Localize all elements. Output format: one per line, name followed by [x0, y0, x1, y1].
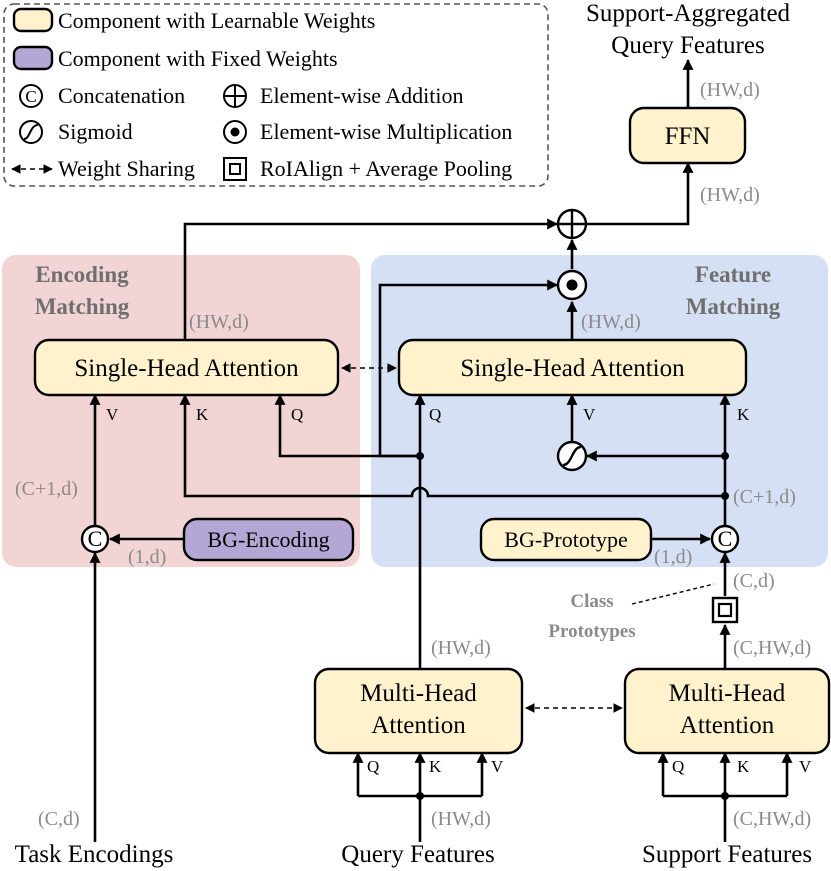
sigmoid-icon — [19, 120, 43, 144]
addition-operator-icon — [556, 208, 588, 240]
class-prototypes-label-line2: Prototypes — [548, 621, 635, 642]
output-label-line2: Query Features — [611, 32, 764, 59]
right-sha-q-label: Q — [429, 405, 441, 424]
legend-addition-label: Element-wise Addition — [260, 83, 463, 108]
left-mha-label-line1: Multi-Head — [360, 680, 477, 707]
left-mha-v-label: V — [491, 757, 504, 776]
junction-dot — [416, 792, 424, 800]
dim-right-mha-output: (C,HW,d) — [733, 637, 811, 659]
dim-right-sha-output: (HW,d) — [581, 311, 641, 333]
class-prototypes-label-line1: Class — [570, 591, 613, 612]
right-multi-head-attention-block: Multi-Head Attention — [623, 667, 831, 755]
right-mha-k-label: K — [737, 757, 750, 776]
right-concat-letter: C — [718, 526, 733, 551]
legend-concatenation-label: Concatenation — [58, 83, 185, 108]
junction-dot — [721, 792, 729, 800]
dim-ffn-input: (HW,d) — [700, 184, 760, 206]
concat-icon-letter: C — [25, 87, 36, 106]
fixed-swatch-icon — [12, 45, 54, 71]
right-sha-label: Single-Head Attention — [460, 355, 685, 382]
dim-bg-encoding: (1,d) — [128, 546, 166, 568]
bg-encoding-block: BG-Encoding — [182, 517, 355, 562]
right-mha-label-line1: Multi-Head — [669, 680, 786, 707]
concat-icon: C — [19, 84, 43, 108]
right-mha-q-label: Q — [672, 757, 684, 776]
ffn-block: FFN — [628, 106, 747, 165]
multiplication-icon — [223, 120, 247, 144]
right-sha-v-label: V — [583, 405, 596, 424]
junction-dot — [721, 452, 729, 460]
junction-dot — [721, 492, 729, 500]
right-mha-label-line2: Attention — [680, 712, 775, 739]
right-single-head-attention-block: Single-Head Attention — [397, 338, 748, 397]
dim-left-mha-output: (HW,d) — [431, 637, 491, 659]
left-sha-k-label: K — [196, 405, 209, 424]
feature-region-title-line2: Matching — [686, 294, 781, 319]
left-sha-v-label: V — [106, 405, 119, 424]
feature-region-title-line1: Feature — [695, 262, 771, 287]
left-mha-q-label: Q — [367, 757, 379, 776]
left-multi-head-attention-block: Multi-Head Attention — [313, 667, 524, 755]
left-mha-k-label: K — [429, 757, 442, 776]
class-prototypes-pointer — [631, 583, 715, 605]
legend-roialign-label: RoIAlign + Average Pooling — [260, 156, 512, 181]
learnable-swatch-icon — [12, 7, 54, 33]
dim-ffn-output: (HW,d) — [700, 79, 760, 101]
right-sha-k-label: K — [737, 405, 750, 424]
multiplication-operator-icon — [556, 269, 588, 301]
left-sha-label: Single-Head Attention — [74, 355, 299, 382]
encoding-region-title-line1: Encoding — [35, 262, 129, 287]
legend-weight-sharing-label: Weight Sharing — [58, 156, 195, 181]
legend-learnable-label: Component with Learnable Weights — [58, 8, 375, 33]
bg-prototype-label: BG-Prototype — [504, 527, 627, 552]
legend-fixed-label: Component with Fixed Weights — [58, 46, 338, 71]
dim-task-encodings: (C,d) — [38, 808, 80, 830]
legend-sigmoid-label: Sigmoid — [58, 119, 133, 144]
right-concat-operator-icon: C — [710, 524, 740, 554]
encoding-region-title-line2: Matching — [35, 294, 130, 319]
dim-left-sha-output: (HW,d) — [189, 311, 249, 333]
add-to-ffn-wire — [587, 161, 694, 226]
dim-class-prototypes: (C,d) — [733, 570, 775, 592]
legend-multiplication-label: Element-wise Multiplication — [260, 119, 512, 144]
support-features-label: Support Features — [642, 841, 812, 868]
left-concat-letter: C — [88, 526, 103, 551]
left-sha-to-add-wire — [183, 218, 559, 340]
dim-right-concat-output: (C+1,d) — [733, 486, 796, 508]
task-encodings-label: Task Encodings — [15, 841, 174, 868]
encoding-matching-region — [2, 255, 360, 567]
query-to-left-q-wire — [274, 393, 420, 458]
right-mha-v-label: V — [799, 757, 812, 776]
roialign-icon — [223, 157, 247, 181]
bg-prototype-block: BG-Prototype — [479, 517, 653, 562]
query-features-label: Query Features — [341, 841, 494, 868]
addition-icon — [223, 84, 247, 108]
connections — [89, 58, 793, 842]
feature-matching-region — [371, 255, 828, 567]
dim-query-features: (HW,d) — [431, 808, 491, 830]
junction-dot — [416, 452, 424, 460]
dim-bg-prototype: (1,d) — [654, 546, 692, 568]
sigmoid-operator-icon — [556, 440, 588, 472]
roialign-operator-icon — [711, 596, 739, 624]
left-sha-q-label: Q — [291, 405, 303, 424]
left-mha-label-line2: Attention — [371, 712, 466, 739]
dim-left-concat-output: (C+1,d) — [15, 478, 78, 500]
left-concat-operator-icon: C — [80, 524, 110, 554]
ffn-label: FFN — [665, 123, 711, 150]
left-single-head-attention-block: Single-Head Attention — [33, 338, 340, 397]
dim-support-features: (C,HW,d) — [733, 808, 811, 830]
output-label-line1: Support-Aggregated — [586, 0, 791, 27]
legend-frame — [3, 3, 549, 187]
bg-encoding-label: BG-Encoding — [207, 527, 329, 552]
legend: Component with Learnable Weights Compone… — [3, 3, 549, 187]
